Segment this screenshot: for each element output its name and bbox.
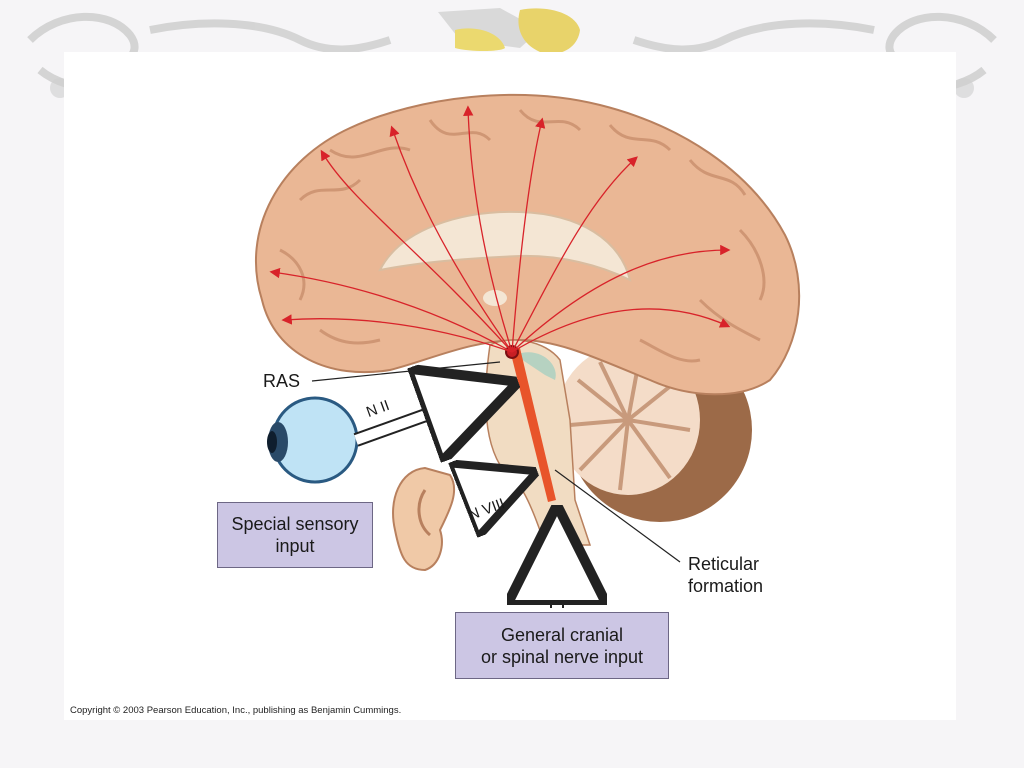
theater-mask-icon [438,8,580,54]
reticular-formation-line1: Reticular [688,554,760,574]
ras-leader-line [311,361,501,382]
copyright-notice: Copyright © 2003 Pearson Education, Inc.… [70,705,402,716]
special-sensory-line2: input [275,536,315,556]
ras-label: RAS [263,371,301,391]
corpus-callosum [378,210,632,282]
reticular-formation-label: Reticular formation [688,553,763,597]
eye-icon [267,396,359,484]
reticular-leader-line [554,469,681,563]
n-viii-arrow [464,480,515,500]
ear-icon [392,466,456,572]
general-cranial-input-box: General cranial or spinal nerve input [455,612,669,679]
general-cranial-line1: General cranial [500,624,624,645]
n-ii-arrow [353,392,490,440]
ras-projection-arrows [269,105,731,353]
special-sensory-line1: Special sensory [231,514,359,534]
special-sensory-input-box: Special sensory input [217,502,373,568]
ornament-header [27,8,997,98]
general-cranial-line2: or spinal nerve input [480,646,644,667]
reticular-formation-line2: formation [688,576,764,596]
